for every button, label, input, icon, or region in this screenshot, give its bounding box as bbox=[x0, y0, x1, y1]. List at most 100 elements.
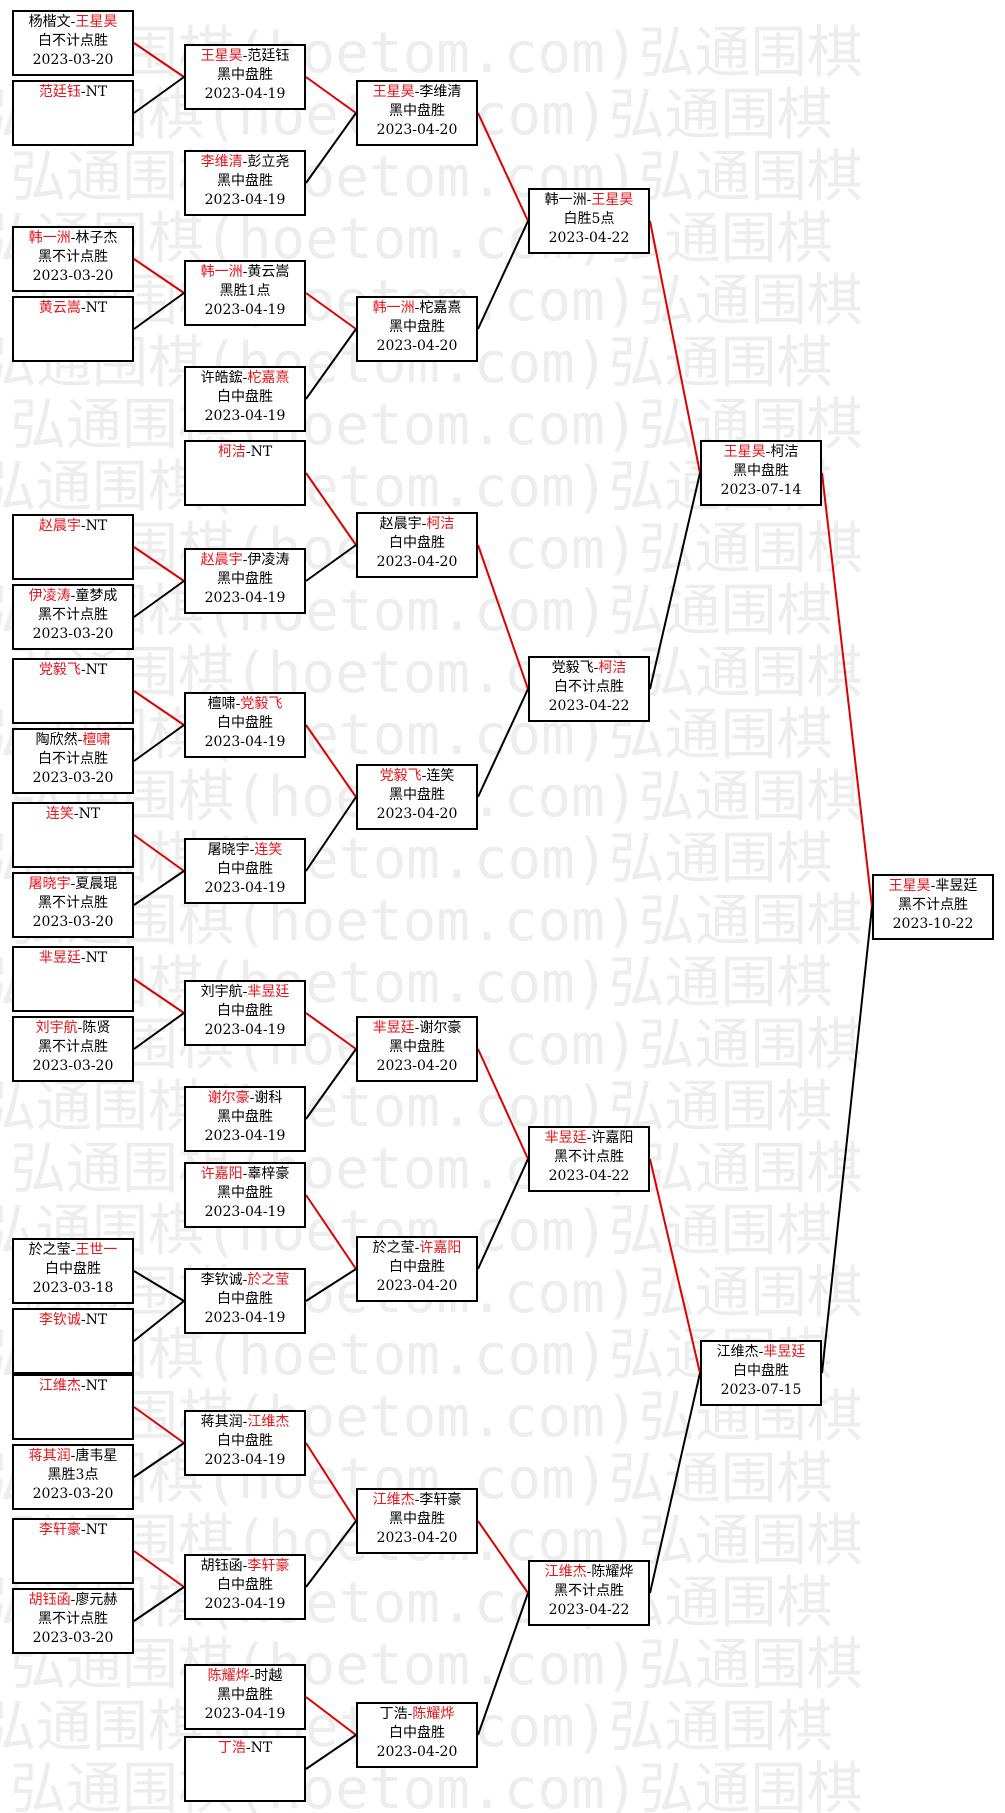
match-date: 2023-04-22 bbox=[548, 230, 630, 246]
player-white: 许嘉阳 bbox=[591, 1130, 634, 1146]
player-white: NT bbox=[85, 1312, 108, 1328]
bracket-connector bbox=[305, 1696, 357, 1736]
player-black: 於之莹 bbox=[28, 1242, 71, 1258]
match-result: 黑中盘胜 bbox=[389, 103, 445, 119]
match-date: 2023-03-20 bbox=[32, 626, 114, 642]
match-result: 黑中盘胜 bbox=[389, 1511, 445, 1527]
player-white: 谢尔豪 bbox=[419, 1020, 462, 1036]
player-white: 江维杰 bbox=[247, 1414, 290, 1430]
bracket-connector bbox=[305, 112, 357, 184]
match-box-round1-17: 李轩豪-NT bbox=[12, 1518, 134, 1584]
bracket-connector bbox=[133, 76, 185, 114]
player-white: 童梦成 bbox=[75, 588, 118, 604]
match-date: 2023-04-19 bbox=[204, 192, 286, 208]
bracket-connector bbox=[477, 1520, 529, 1594]
match-date: 2023-04-19 bbox=[204, 880, 286, 896]
players-line: 伊凌涛-童梦成 bbox=[28, 588, 118, 604]
match-box-round1-5: 赵晨宇-NT bbox=[12, 514, 134, 580]
player-white: NT bbox=[85, 1378, 108, 1394]
bracket-connector bbox=[477, 220, 529, 330]
player-white: 柯洁 bbox=[598, 660, 627, 676]
player-black: 蒋其润 bbox=[200, 1414, 243, 1430]
bracket-connector bbox=[133, 1586, 185, 1622]
match-result: 黑不计点胜 bbox=[898, 897, 968, 913]
players-line: 李钦诚-於之莹 bbox=[200, 1272, 290, 1288]
player-black: 刘宇航 bbox=[35, 1020, 78, 1036]
bracket-connector bbox=[649, 1158, 701, 1374]
bracket-connector bbox=[133, 1012, 185, 1050]
players-line: 蒋其润-唐韦星 bbox=[28, 1448, 118, 1464]
bracket-connector bbox=[133, 870, 185, 906]
bracket-connector bbox=[477, 544, 529, 690]
players-line: 赵晨宇-柯洁 bbox=[379, 516, 455, 532]
bracket-connector bbox=[133, 978, 185, 1014]
match-box-round1-7: 党毅飞-NT bbox=[12, 658, 134, 724]
player-black: 李维清 bbox=[200, 154, 243, 170]
match-date: 2023-03-20 bbox=[32, 268, 114, 284]
match-result: 白中盘胜 bbox=[217, 1291, 273, 1307]
bracket-connector bbox=[477, 1048, 529, 1160]
player-black: 蒋其润 bbox=[28, 1448, 71, 1464]
bracket-connector bbox=[133, 258, 185, 294]
player-white: NT bbox=[85, 950, 108, 966]
bracket-connector bbox=[133, 1442, 185, 1478]
match-result: 白不计点胜 bbox=[38, 33, 108, 49]
match-result: 黑不计点胜 bbox=[554, 1149, 624, 1165]
players-line: 许皓鋐-柁嘉熹 bbox=[200, 370, 290, 386]
player-black: 谢尔豪 bbox=[207, 1090, 250, 1106]
match-date: 2023-04-20 bbox=[376, 122, 458, 138]
player-white: 党毅飞 bbox=[240, 696, 283, 712]
match-date: 2023-03-20 bbox=[32, 1058, 114, 1074]
player-white: NT bbox=[250, 444, 273, 460]
player-black: 江维杰 bbox=[544, 1564, 587, 1580]
players-line: 韩一洲-王星昊 bbox=[544, 192, 634, 208]
match-date: 2023-07-14 bbox=[720, 482, 802, 498]
match-date: 2023-03-20 bbox=[32, 770, 114, 786]
bracket-connector bbox=[649, 472, 701, 690]
players-line: 范廷钰-NT bbox=[38, 84, 108, 100]
players-line: 江维杰-NT bbox=[38, 1378, 108, 1394]
player-black: 王星昊 bbox=[723, 444, 766, 460]
player-black: 韩一洲 bbox=[200, 264, 243, 280]
match-date: 2023-04-22 bbox=[548, 1602, 630, 1618]
match-date: 2023-04-19 bbox=[204, 1596, 286, 1612]
bracket-connector bbox=[305, 472, 357, 546]
player-white: NT bbox=[85, 84, 108, 100]
match-result: 白中盘胜 bbox=[217, 861, 273, 877]
player-white: 芈昱廷 bbox=[247, 984, 290, 1000]
player-black: 屠晓宇 bbox=[207, 842, 250, 858]
players-line: 陈耀烨-时越 bbox=[207, 1668, 283, 1684]
player-black: 范廷钰 bbox=[38, 84, 81, 100]
match-date: 2023-10-22 bbox=[892, 916, 974, 932]
match-result: 黑不计点胜 bbox=[38, 1039, 108, 1055]
bracket-connector bbox=[305, 544, 357, 582]
bracket-connector bbox=[305, 328, 357, 400]
player-white: 辜梓豪 bbox=[247, 1166, 290, 1182]
bracket-connector bbox=[821, 906, 873, 1374]
player-white: NT bbox=[85, 300, 108, 316]
match-box-round1-15: 江维杰-NT bbox=[12, 1374, 134, 1440]
player-black: 王星昊 bbox=[200, 48, 243, 64]
match-date: 2023-04-20 bbox=[376, 806, 458, 822]
player-white: NT bbox=[78, 806, 101, 822]
match-date: 2023-07-15 bbox=[720, 1382, 802, 1398]
match-date: 2023-04-20 bbox=[376, 1058, 458, 1074]
player-black: 王星昊 bbox=[372, 84, 415, 100]
players-line: 韩一洲-柁嘉熹 bbox=[372, 300, 462, 316]
bracket-connector bbox=[305, 1048, 357, 1120]
player-black: 江维杰 bbox=[716, 1344, 759, 1360]
match-result: 白中盘胜 bbox=[733, 1363, 789, 1379]
player-white: 柁嘉熹 bbox=[419, 300, 462, 316]
match-box-round1-14: 李钦诚-NT bbox=[12, 1308, 134, 1374]
match-box-round2-12: 李钦诚-於之莹白中盘胜 2023-04-19 bbox=[184, 1268, 306, 1334]
players-line: 丁浩-陈耀烨 bbox=[379, 1706, 455, 1722]
match-date: 2023-04-19 bbox=[204, 1310, 286, 1326]
player-black: 赵晨宇 bbox=[200, 552, 243, 568]
